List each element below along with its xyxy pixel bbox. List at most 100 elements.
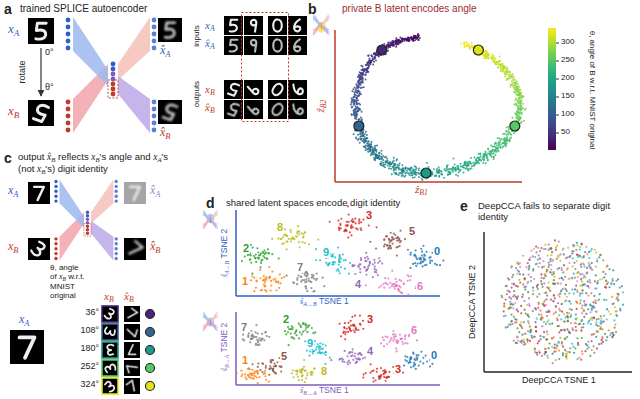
digit-image xyxy=(268,80,287,99)
scatter-dot xyxy=(482,153,484,155)
scatter-dot xyxy=(410,166,412,168)
scatter-dot xyxy=(368,59,370,61)
scatter-dot xyxy=(254,257,256,259)
scatter-dot xyxy=(365,131,367,133)
network-unit xyxy=(210,321,211,322)
scatter-dot xyxy=(402,171,404,173)
network-unit xyxy=(86,211,89,214)
network-unit xyxy=(203,316,204,317)
scatter-dot xyxy=(393,238,395,240)
scatter-dot xyxy=(277,280,279,282)
network-unit xyxy=(203,210,204,211)
scatter-dot xyxy=(455,174,457,176)
scatter-dot xyxy=(397,246,399,248)
scatter-dot xyxy=(383,238,385,240)
scatter-dot xyxy=(500,143,502,145)
scatter-dot xyxy=(270,280,272,282)
scatter-dot xyxy=(264,285,266,287)
scatter-dot xyxy=(421,254,423,256)
digit-image xyxy=(124,342,140,358)
scatter-dot xyxy=(270,289,272,291)
network-unit xyxy=(321,24,322,25)
scatter-dot xyxy=(410,252,412,254)
scatter-dot xyxy=(351,102,353,104)
scatter-dot xyxy=(454,168,456,170)
network-unit xyxy=(152,25,157,30)
scatter-dot xyxy=(507,126,509,128)
scatter-dot xyxy=(517,112,519,114)
scatter-dot xyxy=(431,260,433,262)
scatter-dot xyxy=(354,108,356,110)
angle-marker xyxy=(473,45,483,55)
network-unit xyxy=(115,252,118,255)
scatter-dot xyxy=(505,130,507,132)
scatter-dot xyxy=(391,42,393,44)
network-unit xyxy=(203,314,204,315)
digit-image xyxy=(10,330,44,364)
scatter-dot xyxy=(368,224,370,226)
scatter-dot xyxy=(387,162,389,164)
network-unit xyxy=(86,232,89,235)
scatter-dot xyxy=(373,150,375,152)
scatter-dot xyxy=(267,294,269,296)
scatter-dot xyxy=(443,177,445,179)
network-unit xyxy=(313,34,314,35)
network-unit xyxy=(328,33,329,34)
scatter-dot xyxy=(520,122,522,124)
network-unit xyxy=(217,227,218,228)
scatter-dot xyxy=(369,241,371,243)
scatter-dot xyxy=(497,137,499,139)
scatter-dot xyxy=(415,265,417,267)
network-unit xyxy=(111,92,116,97)
scatter-dot xyxy=(350,224,352,226)
scatter-dot xyxy=(275,289,277,291)
scatter-dot xyxy=(279,273,281,275)
scatter-dot xyxy=(360,117,362,119)
digit-image xyxy=(28,182,50,204)
scatter-dot xyxy=(515,89,517,91)
scatter-dot xyxy=(339,224,341,226)
scatter-dot xyxy=(395,39,397,41)
scatter-dot xyxy=(492,146,494,148)
scatter-dot xyxy=(286,240,288,242)
scatter-dot xyxy=(337,219,339,221)
image-frame xyxy=(124,182,146,204)
network-unit xyxy=(203,225,204,226)
scatter-dot xyxy=(471,167,473,169)
scatter-dot xyxy=(250,262,252,264)
scatter-dot xyxy=(271,270,273,272)
network-layer xyxy=(211,220,216,229)
network-unit xyxy=(217,314,218,315)
scatter-dot xyxy=(297,230,299,232)
scatter-dot xyxy=(357,92,359,94)
scatter-dot xyxy=(515,98,517,100)
scatter-dot xyxy=(393,44,395,46)
digit-image xyxy=(102,360,118,376)
digit-image xyxy=(102,324,118,340)
network-unit xyxy=(203,330,204,331)
scatter-dot xyxy=(467,44,469,46)
scatter-dot xyxy=(388,241,390,243)
network-unit xyxy=(313,29,314,30)
scatter-cluster xyxy=(369,230,409,257)
scatter-dot xyxy=(268,252,270,254)
scatter-dot xyxy=(520,100,522,102)
scatter-dot xyxy=(403,176,405,178)
scatter-dot xyxy=(264,281,266,283)
scatter-dot xyxy=(378,158,380,160)
scatter-dot xyxy=(263,257,265,259)
scatter-dot xyxy=(405,167,407,169)
scatter-dot xyxy=(471,42,473,44)
network-unit xyxy=(203,328,204,329)
scatter-dot xyxy=(509,83,511,85)
scatter-dot xyxy=(277,237,279,239)
scatter-dot xyxy=(285,248,287,250)
network-unit xyxy=(66,32,71,37)
scatter-dot xyxy=(385,235,387,237)
network-unit xyxy=(210,217,211,218)
scatter-dot xyxy=(381,156,383,158)
network-unit xyxy=(217,330,218,331)
scatter-dot xyxy=(502,133,504,135)
scatter-dot xyxy=(477,157,479,159)
network-unit xyxy=(217,226,218,227)
